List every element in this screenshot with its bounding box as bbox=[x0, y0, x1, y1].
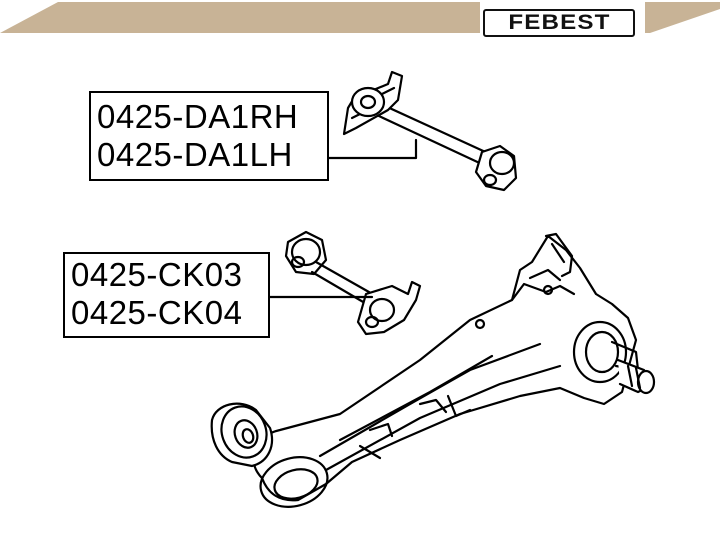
part-number-da1lh: 0425-DA1LH bbox=[97, 136, 293, 173]
febest-logo: FEBEST bbox=[483, 9, 635, 37]
part-number-da1rh: 0425-DA1RH bbox=[97, 98, 299, 135]
brand-logo-text: FEBEST bbox=[507, 11, 611, 34]
header-band-left bbox=[0, 2, 480, 33]
header-band-right bbox=[645, 2, 720, 33]
part-number-ck03: 0425-CK03 bbox=[71, 256, 243, 293]
part-number-ck04: 0425-CK04 bbox=[71, 294, 243, 331]
part-number-box-upper: 0425-DA1RH 0425-DA1LH bbox=[89, 91, 329, 181]
upper-link-illustration bbox=[342, 70, 518, 192]
leader-line-upper bbox=[326, 138, 418, 160]
bushing-illustration bbox=[210, 402, 274, 468]
trailing-arm-illustration bbox=[252, 232, 656, 508]
lower-link-illustration bbox=[284, 230, 422, 336]
part-number-box-lower: 0425-CK03 0425-CK04 bbox=[63, 252, 270, 338]
